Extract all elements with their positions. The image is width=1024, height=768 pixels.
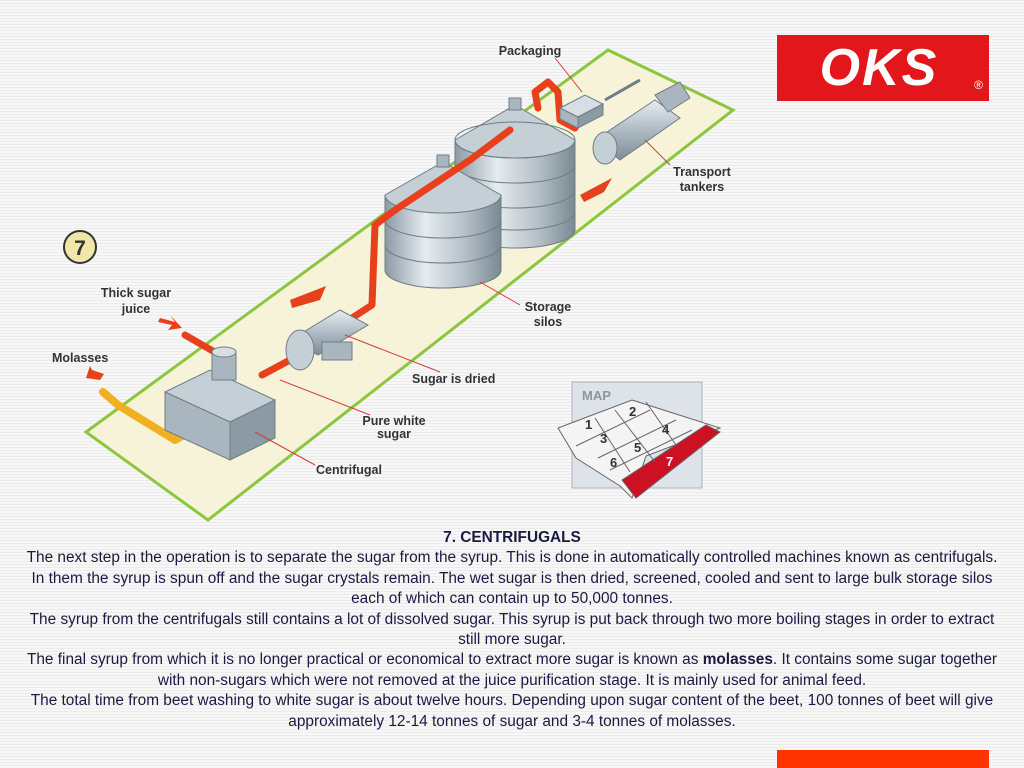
label-thick-2: juice — [121, 302, 151, 316]
paragraph-3: The final syrup from which it is no long… — [20, 650, 1004, 691]
logo-text: OKS — [819, 39, 939, 97]
map-cell-3: 3 — [600, 431, 607, 446]
step-number-circle — [63, 230, 97, 264]
registered-mark: ® — [974, 78, 983, 92]
label-molasses: Molasses — [52, 351, 108, 365]
section-heading: 7. CENTRIFUGALS — [443, 529, 581, 546]
step-number: 7 — [74, 237, 86, 260]
label-transport-2: tankers — [680, 180, 725, 194]
map-inset: MAP 1 2 3 4 5 6 7 — [557, 381, 722, 499]
label-centrifugal: Centrifugal — [316, 463, 382, 477]
packaging-unit — [558, 78, 641, 129]
paragraph-3-end: . It contains some sugar together with n… — [157, 651, 998, 689]
label-storage-1: Storage — [525, 300, 572, 314]
flow-arrows — [86, 178, 612, 380]
label-storage-2: silos — [534, 315, 563, 329]
paragraph-3-start: The final syrup from which it is no long… — [26, 651, 703, 669]
paragraph-4: The total time from beet washing to whit… — [30, 692, 994, 730]
map-cell-5: 5 — [634, 440, 641, 455]
molasses-term: molasses — [702, 651, 773, 669]
map-cell-4: 4 — [662, 422, 670, 437]
map-cell-7: 7 — [666, 454, 673, 469]
dryer-drum — [285, 309, 370, 371]
description-text: 7. CENTRIFUGALS The next step in the ope… — [20, 528, 1004, 732]
process-diagram: 7 Packaging Transport tankers Storage si… — [52, 44, 736, 522]
oks-logo: OKS ® — [777, 35, 989, 101]
footer-accent-bar — [777, 750, 989, 768]
label-pure-2: sugar — [377, 427, 411, 441]
paragraph-2: The syrup from the centrifugals still co… — [29, 610, 995, 649]
map-cell-2: 2 — [629, 404, 636, 419]
label-packaging: Packaging — [499, 44, 562, 58]
label-pure-1: Pure white — [362, 414, 425, 428]
map-cell-1: 1 — [585, 417, 592, 432]
label-transport-1: Transport — [673, 165, 731, 179]
label-thick-1: Thick sugar — [101, 286, 171, 300]
leader-lines — [254, 57, 671, 466]
centrifugal-machine — [163, 346, 277, 461]
map-title: MAP — [582, 388, 611, 403]
label-sugar-dried: Sugar is dried — [412, 372, 495, 386]
map-cell-6: 6 — [610, 455, 617, 470]
transport-tanker — [592, 81, 691, 165]
map-cell-highlight — [621, 424, 721, 499]
paragraph-1: The next step in the operation is to sep… — [26, 549, 998, 608]
